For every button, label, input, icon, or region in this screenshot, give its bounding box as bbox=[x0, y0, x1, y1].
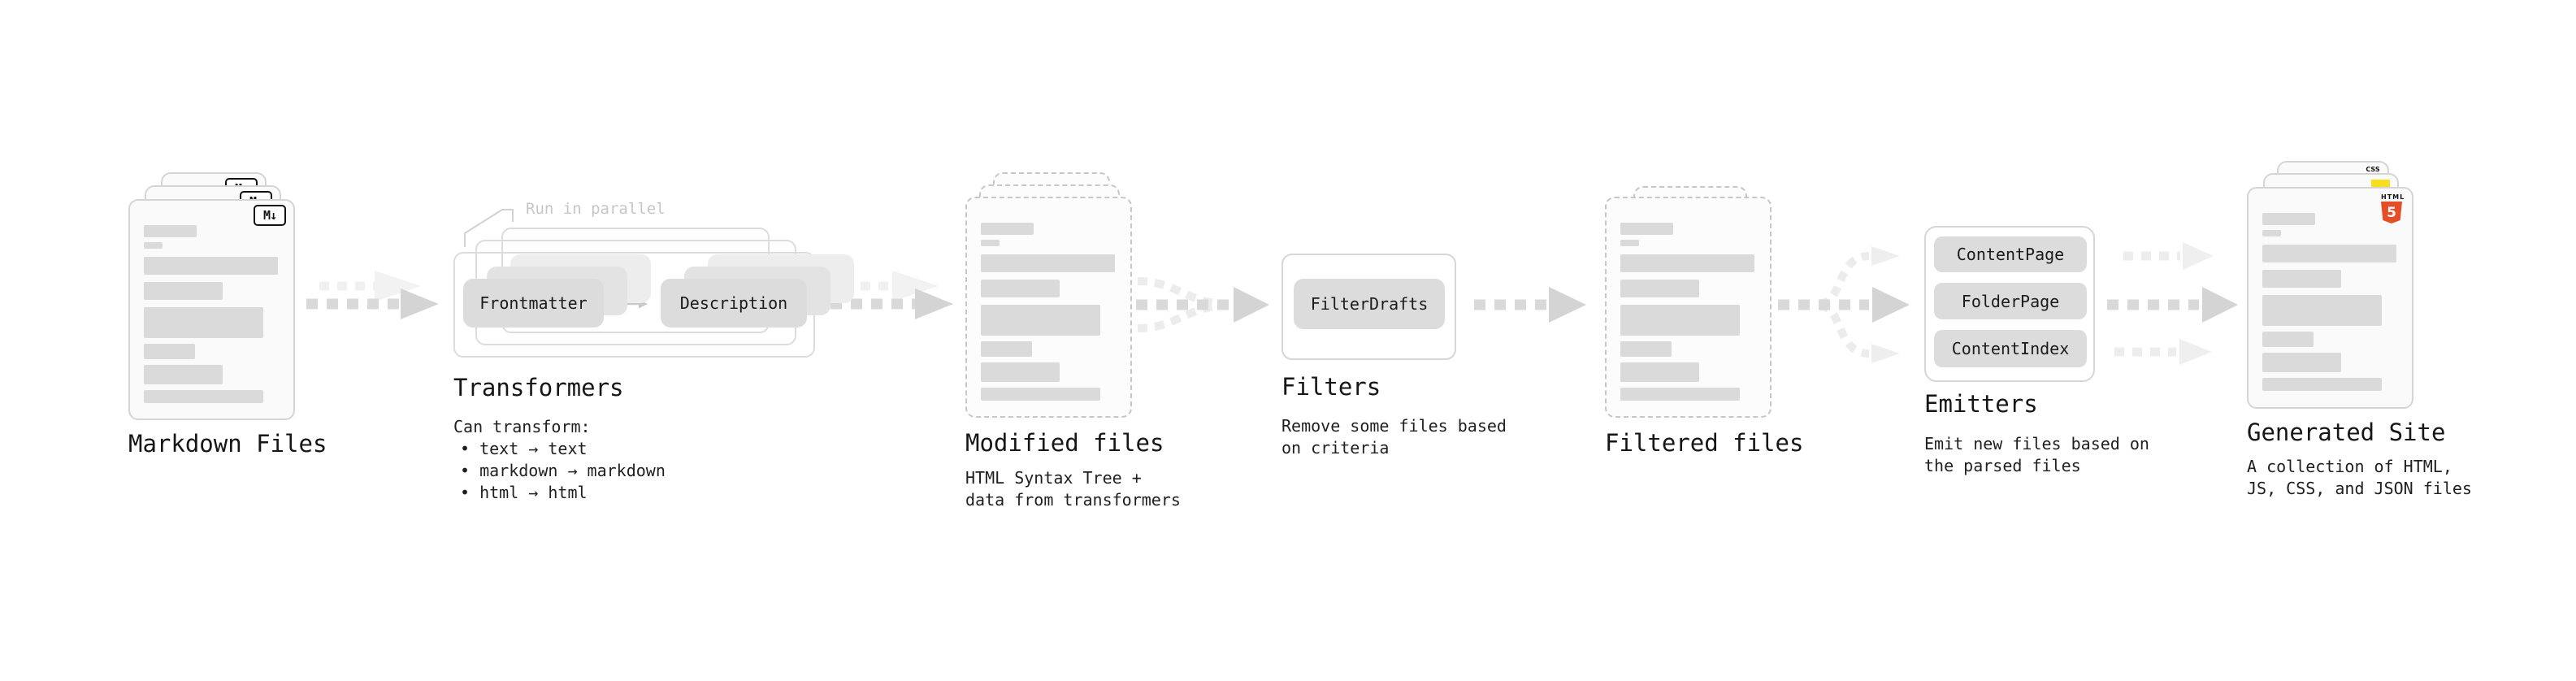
transformers-bullet: • markdown → markdown bbox=[460, 461, 666, 480]
stage-label-markdown-files: Markdown Files bbox=[128, 430, 327, 458]
content-bar bbox=[2262, 230, 2281, 236]
content-bar bbox=[144, 225, 197, 237]
modified-file-card-front bbox=[965, 197, 1132, 418]
arrow-markdown-to-transformers bbox=[306, 271, 439, 319]
stage-label-transformers: Transformers bbox=[453, 374, 624, 401]
stage-label-modified-files: Modified files bbox=[965, 429, 1164, 457]
file-content-placeholder bbox=[981, 223, 1122, 410]
content-bar bbox=[2262, 378, 2382, 391]
transformers-caption-heading: Can transform: bbox=[453, 417, 591, 436]
file-content-placeholder bbox=[2262, 213, 2404, 401]
content-bar bbox=[981, 341, 1032, 357]
file-content-placeholder bbox=[144, 225, 285, 412]
filter-drafts-pill: FilterDrafts bbox=[1294, 279, 1445, 329]
modified-files-caption: data from transformers bbox=[965, 490, 1181, 510]
emitters-caption: Emit new files based on bbox=[1924, 434, 2149, 453]
markdown-file-card-front: M↓ bbox=[128, 199, 295, 420]
filters-caption: on criteria bbox=[1281, 438, 1390, 458]
generated-site-caption: A collection of HTML, bbox=[2247, 457, 2452, 476]
arrow-emitters-to-generated bbox=[2107, 242, 2238, 365]
arrow-modified-to-filters bbox=[1136, 277, 1269, 332]
filtered-file-card-front bbox=[1605, 197, 1772, 418]
content-bar bbox=[981, 305, 1100, 336]
content-page-pill: ContentPage bbox=[1934, 236, 2087, 272]
content-bar bbox=[144, 257, 278, 275]
run-in-parallel-annotation: Run in parallel bbox=[526, 200, 666, 218]
content-bar bbox=[2262, 245, 2396, 262]
folder-page-pill: FolderPage bbox=[1934, 283, 2087, 319]
markdown-icon: M↓ bbox=[254, 205, 286, 226]
arrow-filters-to-filtered bbox=[1474, 287, 1586, 323]
frontmatter-pill: Frontmatter bbox=[463, 279, 604, 327]
transformers-bullet: • text → text bbox=[460, 439, 588, 458]
content-bar bbox=[2262, 295, 2382, 326]
content-bar bbox=[981, 254, 1115, 272]
html-file-card: HTML 5 bbox=[2247, 187, 2413, 409]
transformers-bullet: • html → html bbox=[460, 483, 588, 502]
content-bar bbox=[1620, 362, 1699, 382]
content-bar bbox=[981, 362, 1060, 382]
content-bar bbox=[1620, 341, 1672, 357]
file-content-placeholder bbox=[1620, 223, 1762, 410]
modified-files-caption: HTML Syntax Tree + bbox=[965, 468, 1142, 488]
generated-site-caption: JS, CSS, and JSON files bbox=[2247, 479, 2472, 498]
content-bar bbox=[1620, 254, 1754, 272]
filters-caption: Remove some files based bbox=[1281, 416, 1507, 436]
content-bar bbox=[144, 365, 223, 384]
content-index-pill: ContentIndex bbox=[1934, 330, 2087, 367]
content-bar bbox=[981, 240, 1000, 246]
content-bar bbox=[981, 388, 1100, 401]
content-bar bbox=[1620, 388, 1740, 401]
stage-label-filters: Filters bbox=[1281, 373, 1381, 401]
content-bar bbox=[1620, 240, 1639, 246]
content-bar bbox=[144, 307, 263, 338]
html5-icon: HTML 5 bbox=[2381, 193, 2404, 223]
content-bar bbox=[144, 242, 163, 249]
content-bar bbox=[2262, 213, 2315, 225]
content-bar bbox=[1620, 223, 1673, 235]
description-pill: Description bbox=[661, 279, 807, 327]
arrow-filtered-to-emitters bbox=[1778, 246, 1910, 363]
stage-label-emitters: Emitters bbox=[1924, 390, 2038, 418]
content-bar bbox=[144, 390, 263, 403]
content-bar bbox=[144, 282, 223, 300]
content-bar bbox=[981, 223, 1034, 235]
content-bar bbox=[2262, 332, 2314, 347]
emitters-caption: the parsed files bbox=[1924, 456, 2081, 475]
content-bar bbox=[1620, 280, 1699, 297]
stage-label-generated-site: Generated Site bbox=[2247, 419, 2446, 446]
content-bar bbox=[144, 344, 195, 359]
content-bar bbox=[981, 280, 1060, 297]
stage-label-filtered-files: Filtered files bbox=[1605, 429, 1804, 457]
content-bar bbox=[2262, 353, 2341, 372]
content-bar bbox=[1620, 305, 1740, 336]
content-bar bbox=[2262, 270, 2341, 288]
